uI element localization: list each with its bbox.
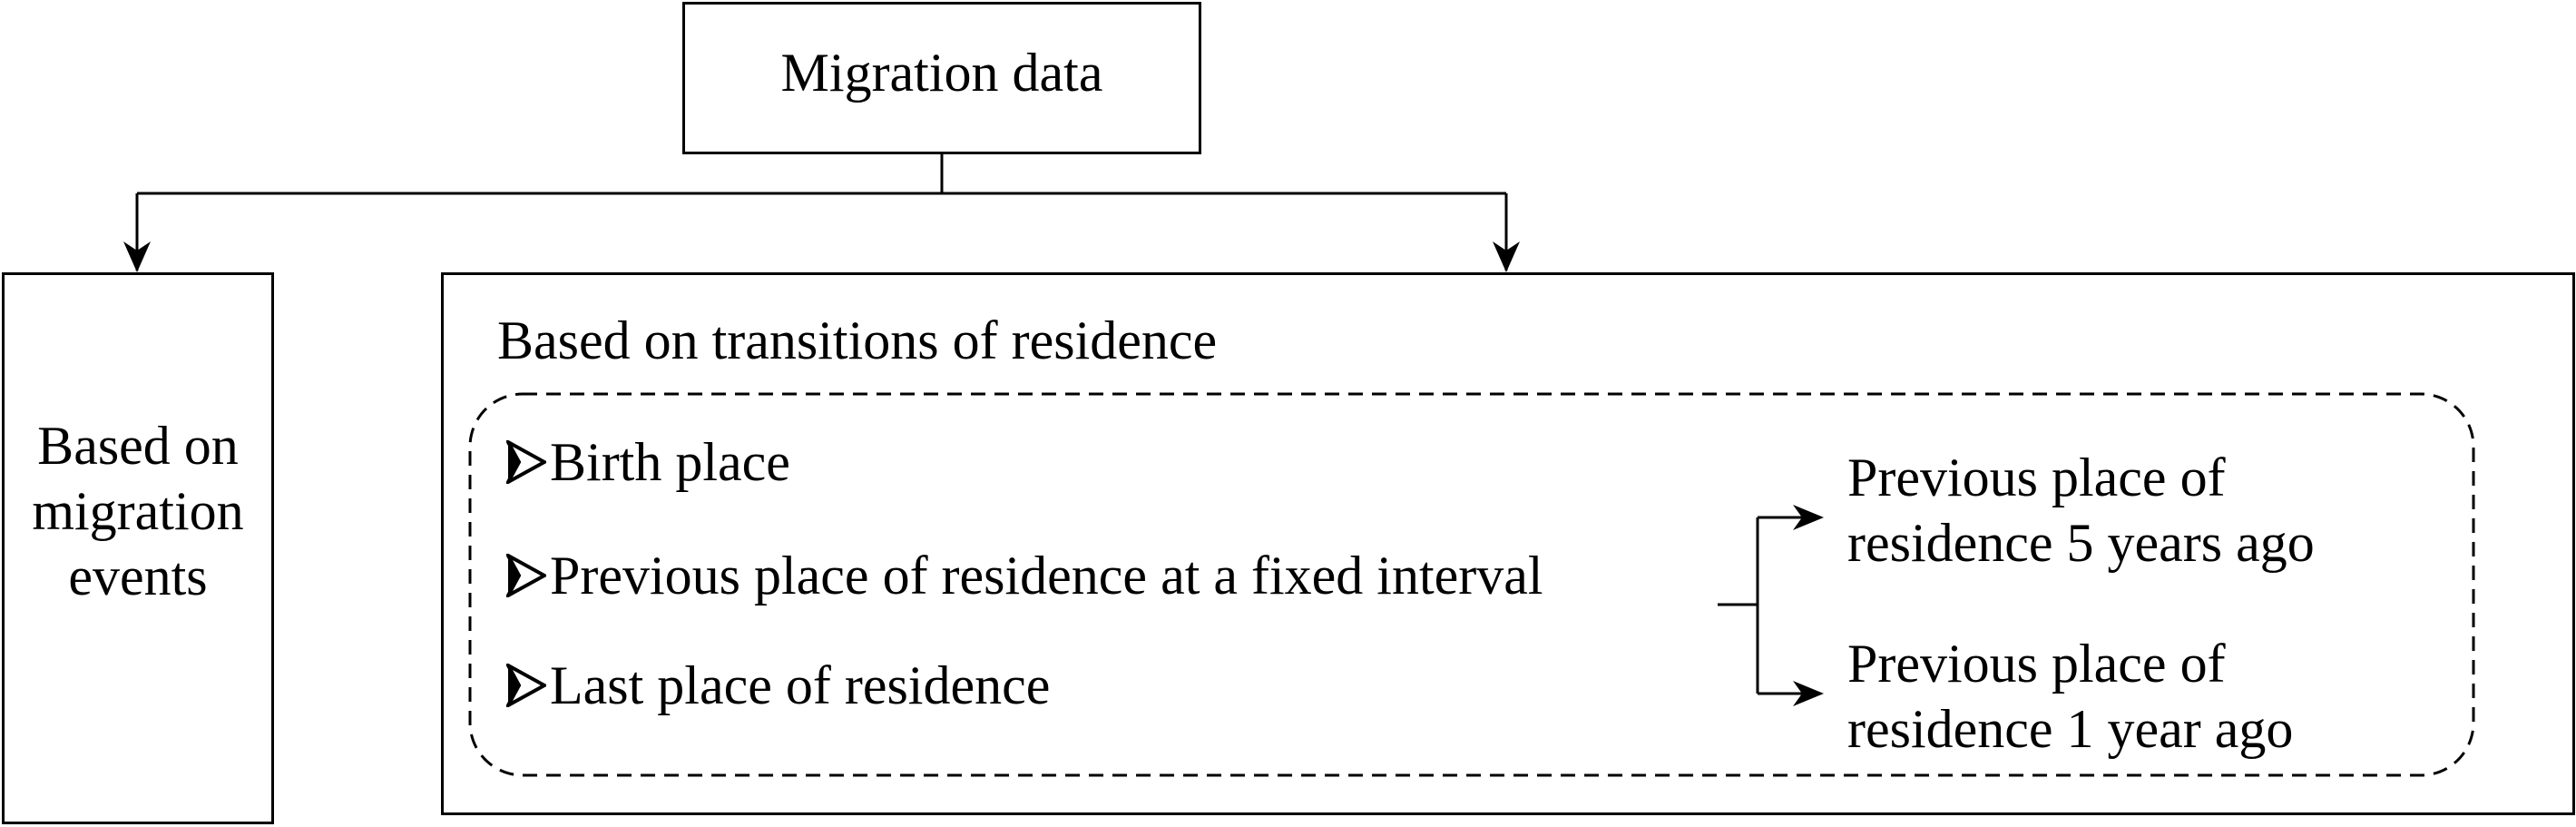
list-item-label: Birth place: [550, 432, 790, 492]
transitions-of-residence-box: [441, 272, 2575, 815]
arrow-bullet-icon: [506, 653, 550, 707]
arrowhead-left: [123, 241, 151, 272]
arrowhead-1-year: [1793, 681, 1824, 706]
sub-item-1-year-ago: Previous place of residence 1 year ago: [1847, 634, 2294, 759]
transitions-of-residence-title: Based on transitions of residence: [497, 310, 1218, 370]
list-item-last-place: Last place of residence: [506, 653, 1050, 718]
migration-data-box: [682, 2, 1201, 154]
list-item-fixed-interval: Previous place of residence at a fixed i…: [506, 543, 1543, 608]
migration-data-label: Migration data: [780, 43, 1103, 103]
list-item-birth-place: Birth place: [506, 429, 790, 495]
sub-item-5-years-ago: Previous place of residence 5 years ago: [1847, 448, 2315, 573]
migration-events-label: Based on migration events: [32, 416, 244, 606]
arrowhead-right: [1493, 241, 1520, 272]
residence-options-frame: [468, 392, 2475, 777]
arrowhead-5-years: [1793, 505, 1824, 530]
list-item-label: Last place of residence: [550, 655, 1051, 715]
arrow-bullet-icon: [506, 429, 550, 484]
migration-events-box: [2, 272, 274, 824]
arrow-bullet-icon: [506, 543, 550, 597]
list-item-label: Previous place of residence at a fixed i…: [550, 546, 1543, 605]
